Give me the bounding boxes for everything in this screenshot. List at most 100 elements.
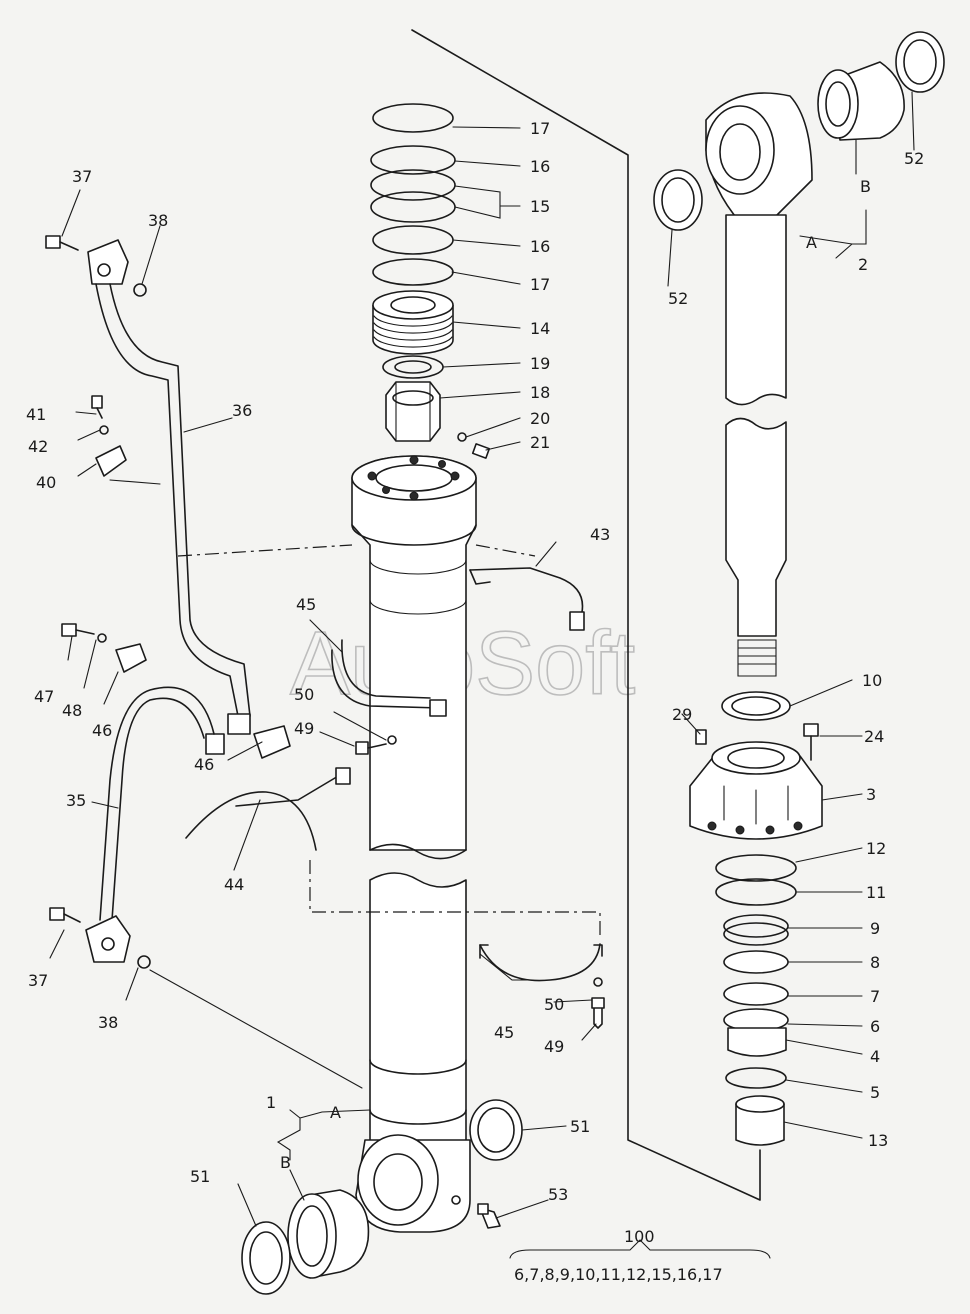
callout-17: 17 [530,119,550,138]
callout-46: 46 [194,755,214,774]
pipe-36 [95,283,251,717]
callout-38: 38 [148,211,168,230]
callout-38: 38 [98,1013,118,1032]
cylinder-tube-upper [351,455,477,860]
bolt-49-lower [591,997,605,1029]
callout-43: 43 [590,525,610,544]
callout-11: 11 [866,883,886,902]
grease-nipple-53 [477,1203,501,1229]
callout-b-cylinder: B [280,1153,291,1172]
callout-9: 9 [870,919,880,938]
pipe-36-fittings [205,713,251,755]
rod-cover-3 [689,741,823,840]
callout-36: 36 [232,401,252,420]
callout-42: 42 [28,437,48,456]
seal-ring-17-bottom [372,258,454,286]
callout-14: 14 [530,319,550,338]
clip-46-lower [253,725,291,759]
callout-24: 24 [864,727,884,746]
washer-50-lower [593,977,603,987]
callout-48: 48 [62,701,82,720]
bolt-24 [803,723,819,761]
seal-52-top [895,31,945,93]
cylinder-tube-lower [369,872,467,1151]
callout-10: 10 [862,671,882,690]
bushing-b-right [817,61,905,141]
callout-46: 46 [92,721,112,740]
bushing-51-left [241,1221,291,1295]
callout-47: 47 [34,687,54,706]
flange-block-bottom [85,915,131,963]
washer-50-upper [387,735,397,745]
grease-nipple-29 [695,729,707,745]
callout-51: 51 [190,1167,210,1186]
rod-lower [725,417,787,677]
washer-42 [99,425,109,435]
ring-9 [723,914,789,946]
callout-35: 35 [66,791,86,810]
seal-ring-16-bottom [372,225,454,255]
bolt-37-top [45,235,79,251]
callout-a-cylinder: A [330,1103,341,1122]
cylinder-bottom-eye [355,1134,471,1233]
bolt-47 [61,623,95,637]
callout-13: 13 [868,1131,888,1150]
bushing-51-right [469,1099,523,1161]
callout-52: 52 [668,289,688,308]
callout-6: 6 [870,1017,880,1036]
callout-52: 52 [904,149,924,168]
snap-ring-5 [725,1067,787,1089]
callout-51: 51 [570,1117,590,1136]
callout-19: 19 [530,354,550,373]
o-ring-38-bottom [137,955,151,969]
callout-45: 45 [494,1023,514,1042]
callout-37: 37 [72,167,92,186]
callout-16: 16 [530,237,550,256]
callout-18: 18 [530,383,550,402]
ring-7 [723,982,789,1006]
set-screw-21 [471,443,491,459]
callout-16: 16 [530,157,550,176]
callout-15: 15 [530,197,550,216]
callout-7: 7 [870,987,880,1006]
callout-12: 12 [866,839,886,858]
callout-40: 40 [36,473,56,492]
assembly-line-a [177,544,353,557]
callout-b-rod: B [860,177,871,196]
clamp-43 [469,567,585,631]
bolt-49-upper [355,741,387,755]
callout-21: 21 [530,433,550,452]
callout-5: 5 [870,1083,880,1102]
callout-20: 20 [530,409,550,428]
callout-2: 2 [858,255,868,274]
callout-50: 50 [544,995,564,1014]
washer-48 [97,633,107,643]
rod-eye [705,92,813,223]
rod-upper [725,214,787,406]
o-ring-38-top [133,283,147,297]
leader-38-to-tube [149,969,363,1089]
kit-contents: 6,7,8,9,10,11,12,15,16,17 [514,1265,723,1284]
callout-41: 41 [26,405,46,424]
bolt-41 [91,395,103,419]
kit-outline [411,29,761,1201]
callout-29: 29 [672,705,692,724]
callout-3: 3 [866,785,876,804]
bolt-37-bottom [49,907,81,923]
dust-seal-10 [721,691,791,721]
callout-53: 53 [548,1185,568,1204]
ring-8 [723,950,789,974]
bushing-4 [727,1027,787,1057]
callout-17: 17 [530,275,550,294]
bushing-b-left [287,1189,370,1279]
callout-4: 4 [870,1047,880,1066]
flange-block-top [87,239,129,285]
clamp-45-lower [479,943,603,982]
ring-12 [715,854,797,882]
callout-49: 49 [544,1037,564,1056]
washer-19 [382,355,444,379]
clamp-44 [185,767,351,851]
assembly-line-b [309,860,601,940]
